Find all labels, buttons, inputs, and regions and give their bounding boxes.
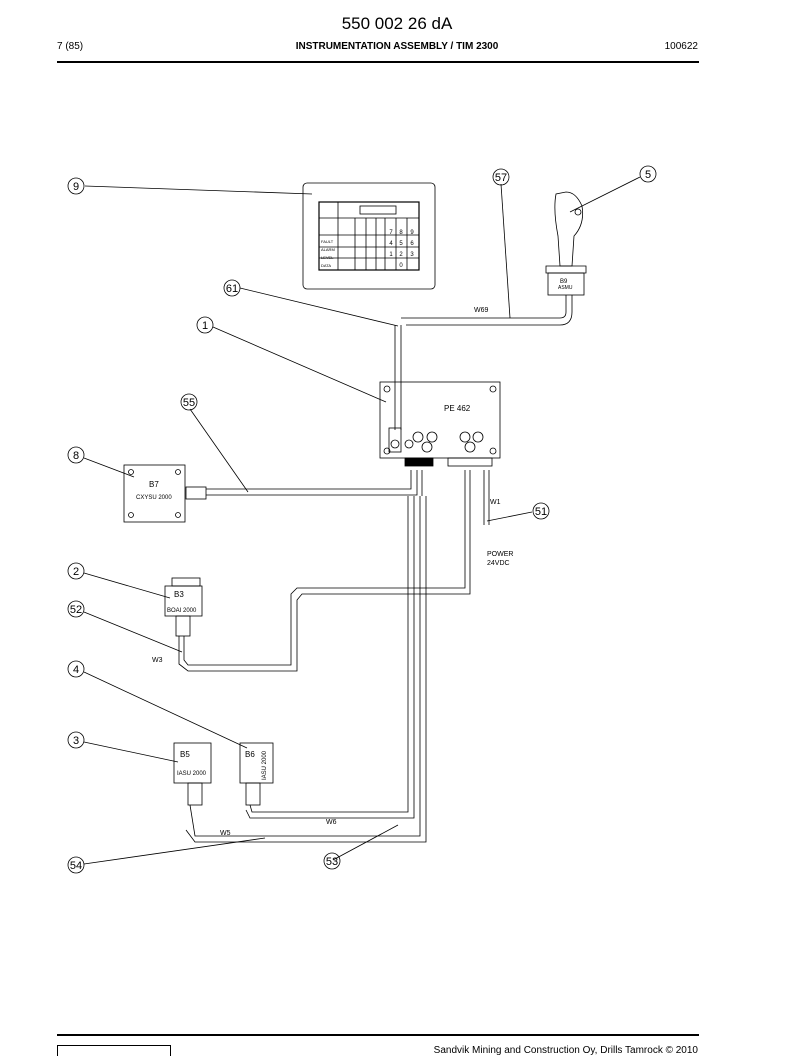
key-2: 2 xyxy=(399,252,403,258)
cables xyxy=(178,295,573,843)
b9-model: ASMU xyxy=(558,285,573,291)
wire-w69: W69 xyxy=(474,307,489,314)
callout-8: 8 xyxy=(73,450,79,462)
callout-2: 2 xyxy=(73,566,79,578)
b7-label: B7 xyxy=(149,480,159,489)
footer-rule xyxy=(57,1034,699,1036)
pe462-label: PE 462 xyxy=(444,404,471,413)
callout-57: 57 xyxy=(495,172,507,184)
callout-53: 53 xyxy=(326,856,338,868)
wire-w5: W5 xyxy=(220,830,231,837)
key-7: 7 xyxy=(389,230,393,236)
key-3: 3 xyxy=(410,252,414,258)
callout-3: 3 xyxy=(73,735,79,747)
wire-w1: W1 xyxy=(490,499,501,506)
sensor-b3 xyxy=(164,577,203,637)
b9-label: B9 xyxy=(560,279,568,285)
key-0: 0 xyxy=(399,263,403,269)
wire-w3: W3 xyxy=(152,657,163,664)
pe462-unit xyxy=(379,381,501,467)
callout-circles xyxy=(67,165,657,874)
sandvik-logo xyxy=(57,1045,171,1056)
display-label-fault: FAULT xyxy=(321,239,334,244)
callout-9: 9 xyxy=(73,181,79,193)
callout-51: 51 xyxy=(535,506,547,518)
document-date: 100622 xyxy=(664,41,698,52)
sensor-b7 xyxy=(123,464,207,523)
b6-label: B6 xyxy=(245,750,255,759)
b3-model: BOAI 2000 xyxy=(167,608,197,614)
callout-5: 5 xyxy=(645,169,651,181)
voltage-label: 24VDC xyxy=(487,560,510,567)
callout-4: 4 xyxy=(73,664,79,676)
page-title: INSTRUMENTATION ASSEMBLY / TIM 2300 xyxy=(295,41,499,52)
leader-lines xyxy=(83,176,641,865)
document-number: 550 002 26 dA xyxy=(341,14,453,33)
b7-model: CXYSU 2000 xyxy=(136,495,172,501)
key-6: 6 xyxy=(410,241,414,247)
key-8: 8 xyxy=(399,230,403,236)
b5-label: B5 xyxy=(180,750,190,759)
footer-copyright: Sandvik Mining and Construction Oy, Dril… xyxy=(433,1045,698,1056)
display-label-level: LEVEL xyxy=(321,255,334,260)
display-label-data: DATA xyxy=(321,263,331,268)
callout-52: 52 xyxy=(70,604,82,616)
header-rule xyxy=(57,61,699,63)
page-number: 7 (85) xyxy=(57,41,84,52)
b6-model: IASU 2000 xyxy=(262,750,268,780)
callout-54: 54 xyxy=(70,860,82,872)
power-label: POWER xyxy=(487,551,513,558)
key-4: 4 xyxy=(389,241,393,247)
callout-1: 1 xyxy=(202,320,208,332)
wire-w6: W6 xyxy=(326,819,337,826)
sensor-b5 xyxy=(173,742,212,806)
callout-61: 61 xyxy=(226,283,238,295)
display-unit xyxy=(302,182,436,290)
b3-label: B3 xyxy=(174,590,184,599)
callout-55: 55 xyxy=(183,397,195,409)
b5-model: IASU 2000 xyxy=(177,771,207,777)
display-label-alarm: ALARM xyxy=(321,247,335,252)
joystick-b9 xyxy=(545,191,587,296)
sensor-b6 xyxy=(239,742,274,806)
key-5: 5 xyxy=(399,241,403,247)
key-1: 1 xyxy=(389,252,393,258)
key-9: 9 xyxy=(410,230,414,236)
